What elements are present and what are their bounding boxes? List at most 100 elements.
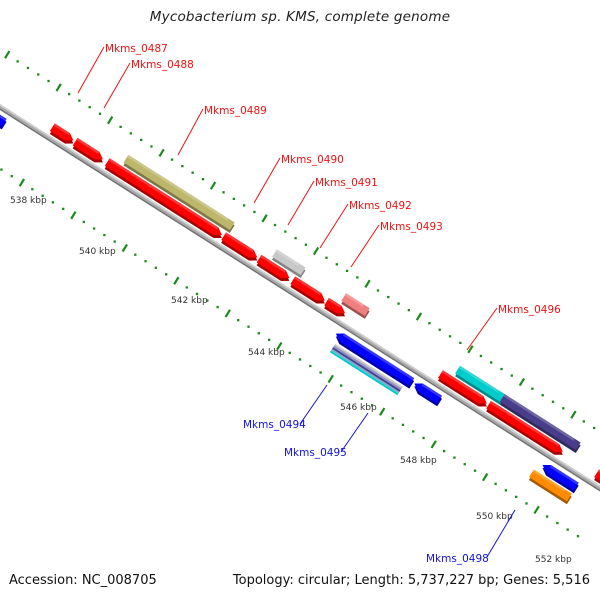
label-leader-line [319,203,349,249]
tick-minor [88,106,91,109]
gene-mkms-0489-olive[interactable] [122,154,236,233]
gene-mkms-0496-b[interactable] [485,400,567,459]
gene-mkms-0498-orange[interactable] [528,469,573,505]
gene-mkms-0496-a[interactable] [437,370,491,410]
tick-minor [309,364,312,368]
gene-mkms-0496-a-body [438,370,487,404]
label-leader-line [340,412,369,453]
tick-minor [26,66,30,70]
tick-minor [181,164,184,168]
gene-label[interactable]: Mkms_0496 [498,304,561,316]
tick-minor [576,535,580,538]
tick-minor [360,397,363,400]
tick-major [107,115,114,125]
tick-minor [51,201,55,204]
tick-minor [284,230,287,233]
tick-major [327,374,334,384]
gene-label[interactable]: Mkms_0493 [380,221,443,233]
gene-mkms-0491-body [256,254,290,279]
tick-minor [82,220,85,224]
tick-minor [412,430,415,433]
gene-label[interactable]: Mkms_0487 [105,43,168,55]
gene-mkms-0494-blue[interactable] [332,330,415,389]
tick-minor [500,367,503,371]
gene-mkms-0489-red[interactable] [103,158,225,241]
label-leader-line [253,157,281,204]
gene-mkms-0491[interactable] [255,254,293,285]
gene-mkms-0490-highlight [224,232,254,253]
feature-slate[interactable] [499,394,582,453]
feature-slate-body [499,394,581,451]
label-leader-line [77,46,105,94]
tick-major [209,181,217,190]
gene-mkms-0492[interactable] [289,276,329,307]
gene-label[interactable]: Mkms_0489 [204,105,267,117]
gene-label[interactable]: Mkms_0495 [284,447,347,459]
tick-minor [242,204,246,207]
tick-major [173,276,180,285]
feature-striped[interactable] [329,343,403,396]
gene-mkms-0492-highlight [293,276,322,296]
scale-label: 546 kbp [340,403,377,413]
gene-mkms-0489-olive-body [123,154,235,231]
gene-blue-left[interactable] [0,102,8,130]
gene-mkms-0487-highlight [53,123,70,136]
tick-minor [294,236,297,240]
gene-mkms-0490[interactable] [220,232,261,264]
tick-minor [319,371,322,374]
gene-mkms-0492-body [290,276,325,301]
tick-minor [448,335,452,338]
gene-mkms-0496-b-highlight [489,400,560,447]
tick-minor [16,60,19,63]
tick-minor [150,145,153,148]
gene-mkms-0495-blue[interactable] [411,380,444,407]
tick-minor [92,227,96,230]
tick-minor [304,243,308,246]
tick-minor [253,210,256,214]
tick-minor [582,420,586,423]
tick-minor [298,358,302,361]
gene-blue-right-body [542,465,579,491]
scale-label: 548 kbp [400,456,437,466]
accession-text: Accession: NC_008705 [9,573,157,588]
tick-minor [134,253,137,256]
tick-minor [195,292,199,296]
label-leader-line [287,180,315,226]
gene-label[interactable]: Mkms_0494 [243,419,306,431]
feature-gray-body [272,249,306,276]
tick-major [430,440,437,449]
tick-major [276,342,283,351]
tick-minor [67,92,71,96]
gene-label[interactable]: Mkms_0491 [315,177,378,189]
tick-minor [504,489,508,492]
tick-major [518,377,526,387]
tick-major [312,246,320,256]
tick-minor [103,233,106,237]
gene-mkms-0488[interactable] [71,137,106,166]
label-leader-line [299,384,328,425]
gene-blue-left-highlight [0,105,7,122]
feature-gray[interactable] [271,249,307,279]
feature-cyan[interactable] [454,365,506,405]
tick-major [364,279,371,288]
tick-minor [47,79,50,83]
gene-mkms-0487[interactable] [49,123,78,147]
tick-minor [0,168,3,171]
tick-minor [593,426,596,430]
backbone-highlight [0,94,600,579]
tick-minor [206,299,209,302]
stripe [332,347,401,392]
tick-minor [473,469,477,472]
gene-label[interactable]: Mkms_0490 [281,154,344,166]
gene-label[interactable]: Mkms_0498 [426,553,489,565]
feature-pink[interactable] [340,293,371,319]
tick-row-upper [4,50,596,430]
tick-minor [566,528,569,531]
tick-minor [129,132,133,135]
gene-label[interactable]: Mkms_0492 [349,200,412,212]
gene-blue-right[interactable] [539,461,580,494]
gene-label[interactable]: Mkms_0488 [131,59,194,71]
gene-mkms-0493[interactable] [323,297,349,320]
label-leader-line [177,108,204,156]
gene-red-right[interactable] [593,469,600,513]
